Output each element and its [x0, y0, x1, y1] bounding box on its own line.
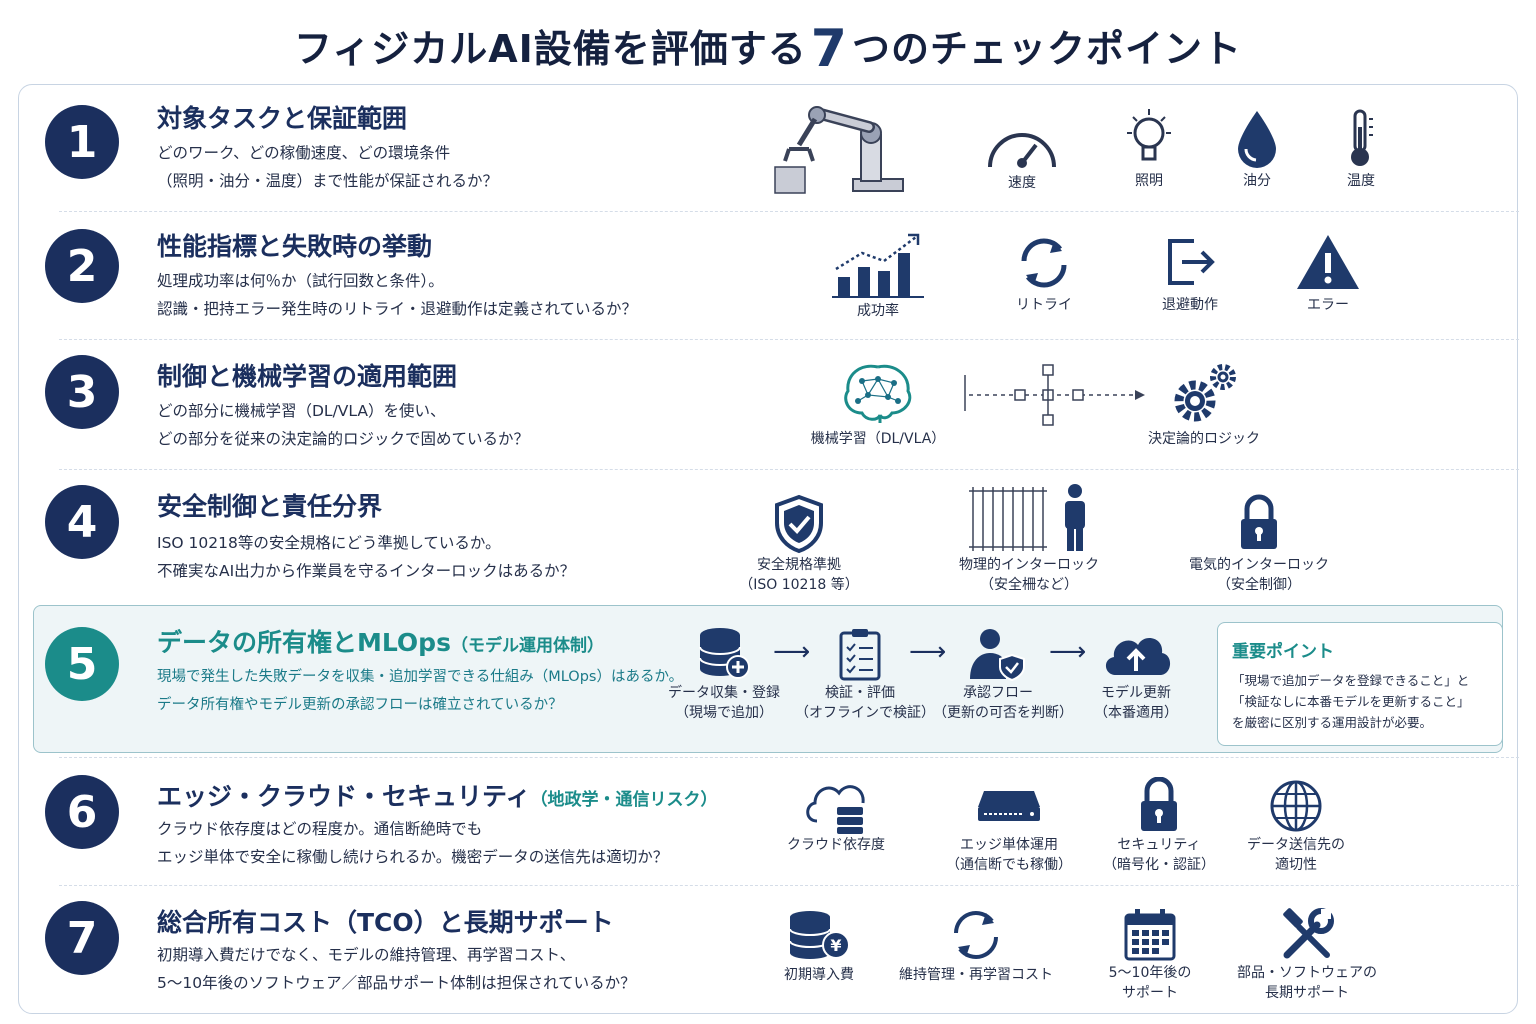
fence-person-icon: 物理的インターロック （安全柵など）	[939, 481, 1119, 595]
bar-chart-icon: 成功率	[823, 231, 933, 321]
row-7-title: 総合所有コスト（TCO）と長期サポート	[157, 908, 614, 937]
row-4-description: ISO 10218等の安全規格にどう準拠しているか。 不確実なAI出力から作業員…	[157, 534, 576, 580]
globe-icon: データ送信先の 適切性	[1231, 777, 1361, 875]
flow-arrow: ⟶	[909, 637, 947, 667]
checklist-icon: 検証・評価 （オフラインで検証）	[795, 625, 935, 723]
flow-arrow: ⟶	[1049, 637, 1087, 667]
shield-check-icon: 安全規格準拠 （ISO 10218 等）	[719, 493, 879, 595]
row-2-number-badge: 2	[45, 229, 119, 303]
flow-arrow: ⟶	[773, 637, 811, 667]
row-5-description: 現場で発生した失敗データを収集・追加学習できる仕組み（MLOps）はあるか。 デ…	[157, 669, 684, 713]
retry-icon: リトライ	[999, 231, 1089, 315]
row-3-description: どの部分に機械学習（DL/VLA）を使い、 どの部分を従来の決定論的ロジックで固…	[157, 402, 530, 448]
page-title-number: 7	[810, 19, 848, 79]
exit-icon: 退避動作	[1145, 231, 1235, 315]
database-add-icon: データ収集・登録 （現場で追加）	[659, 625, 789, 723]
thermometer-icon: 温度	[1321, 107, 1401, 191]
svg-text:¥: ¥	[830, 936, 841, 955]
divider	[59, 469, 1519, 470]
checklist-frame: 1 対象タスクと保証範囲 どのワーク、どの稼働速度、どの環境条件 （照明・油分・…	[18, 84, 1519, 1014]
row-4-number-badge: 4	[45, 485, 119, 559]
flowchart-icon	[939, 359, 1159, 429]
calendar-icon: 5～10年後の サポート	[1085, 905, 1215, 1003]
row-5-title: データの所有権とMLOps（モデル運用体制）	[157, 628, 604, 657]
divider	[59, 211, 1519, 212]
gears-icon: 決定論的ロジック	[1129, 359, 1279, 449]
row-6-number-badge: 6	[45, 775, 119, 849]
row-7-description: 初期導入費だけでなく、モデルの維持管理、再学習コスト、 5～10年後のソフトウェ…	[157, 946, 636, 992]
cloud-server-icon: クラウド依存度	[771, 777, 901, 855]
row-1-number-badge: 1	[45, 105, 119, 179]
tools-icon: 部品・ソフトウェアの 長期サポート	[1227, 905, 1387, 1003]
row-5-number-badge: 5	[45, 627, 119, 701]
divider	[59, 757, 1519, 758]
padlock-icon: セキュリティ （暗号化・認証）	[1099, 777, 1219, 875]
row-1-title: 対象タスクと保証範囲	[157, 104, 408, 133]
robot-arm-icon	[771, 105, 911, 197]
row-3-number-badge: 3	[45, 355, 119, 429]
user-shield-icon: 承認フロー （更新の可否を判断）	[933, 625, 1073, 723]
coins-yen-icon: ¥ 初期導入費	[749, 905, 889, 985]
row-7-number-badge: 7	[45, 901, 119, 975]
light-bulb-icon: 照明	[1109, 105, 1189, 191]
important-point-note: 重要ポイント 「現場で追加データを登録できること」と 「検証なしに本番モデルを更…	[1217, 622, 1503, 746]
page-title-suffix: つのチェックポイント	[851, 27, 1242, 71]
warning-icon: エラー	[1283, 231, 1373, 315]
padlock-icon: 電気的インターロック （安全制御）	[1169, 493, 1349, 595]
row-3-title: 制御と機械学習の適用範囲	[157, 362, 458, 391]
note-title: 重要ポイント	[1232, 642, 1334, 662]
divider	[59, 339, 1519, 340]
cloud-upload-icon: モデル更新 （本番適用）	[1071, 625, 1201, 723]
row-6-description: クラウド依存度はどの程度か。通信断絶時でも エッジ単体で安全に稼働し続けられるか…	[157, 820, 669, 866]
row-6-title: エッジ・クラウド・セキュリティ（地政学・通信リスク）	[157, 782, 718, 811]
page-title-prefix: フィジカルAI設備を評価する	[294, 27, 807, 71]
brain-icon: 機械学習（DL/VLA）	[793, 359, 963, 449]
row-2-description: 処理成功率は何％か（試行回数と条件）。 認識・把持エラー発生時のリトライ・退避動…	[157, 272, 638, 318]
row-4-title: 安全制御と責任分界	[157, 492, 383, 521]
divider	[59, 885, 1519, 886]
oil-drop-icon: 油分	[1217, 107, 1297, 191]
row-2-title: 性能指標と失敗時の挙動	[157, 232, 433, 261]
edge-device-icon: エッジ単体運用 （通信断でも稼働）	[939, 777, 1079, 875]
speedometer-icon: 速度	[977, 115, 1067, 193]
cycle-icon: 維持管理・再学習コスト	[891, 905, 1061, 985]
row-1-description: どのワーク、どの稼働速度、どの環境条件 （照明・油分・温度）まで性能が保証される…	[157, 144, 499, 190]
